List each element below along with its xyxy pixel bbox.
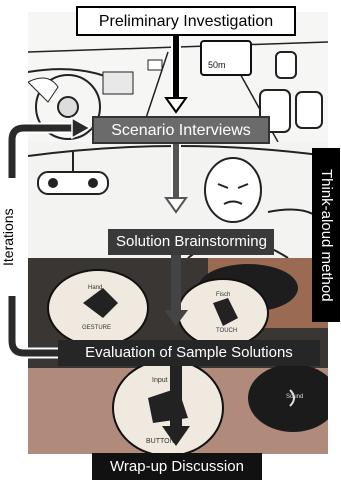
photo-label-touch: TOUCH (216, 328, 238, 334)
think-aloud-method-label: Think-aloud method (312, 148, 340, 322)
stage-preliminary-investigation: Preliminary Investigation (76, 6, 296, 36)
stage-evaluation-of-sample-solutions: Evaluation of Sample Solutions (58, 340, 320, 366)
stage-solution-brainstorming: Solution Brainstorming (108, 229, 274, 255)
stage-wrap-up-discussion: Wrap-up Discussion (92, 453, 262, 480)
down-arrow-3 (164, 255, 188, 326)
photo-label-sound: Sound (286, 394, 304, 400)
photo-label-input: Input (152, 377, 168, 384)
down-arrow-4 (162, 366, 190, 446)
down-arrow-2 (164, 144, 188, 214)
photo-label-touch-sub: Fisch (216, 292, 231, 298)
photo-label-button: BUTTON (146, 438, 175, 445)
down-arrow-1 (164, 36, 188, 114)
iterations-label: Iterations (0, 178, 24, 296)
road-sign-distance: 50m (208, 60, 226, 70)
stage-scenario-interviews: Scenario Interviews (92, 116, 270, 144)
road-sign: 50m (200, 40, 252, 76)
photo-label-gesture: GESTURE (82, 325, 112, 331)
photo-label-gesture-sub: Hand (88, 285, 103, 291)
